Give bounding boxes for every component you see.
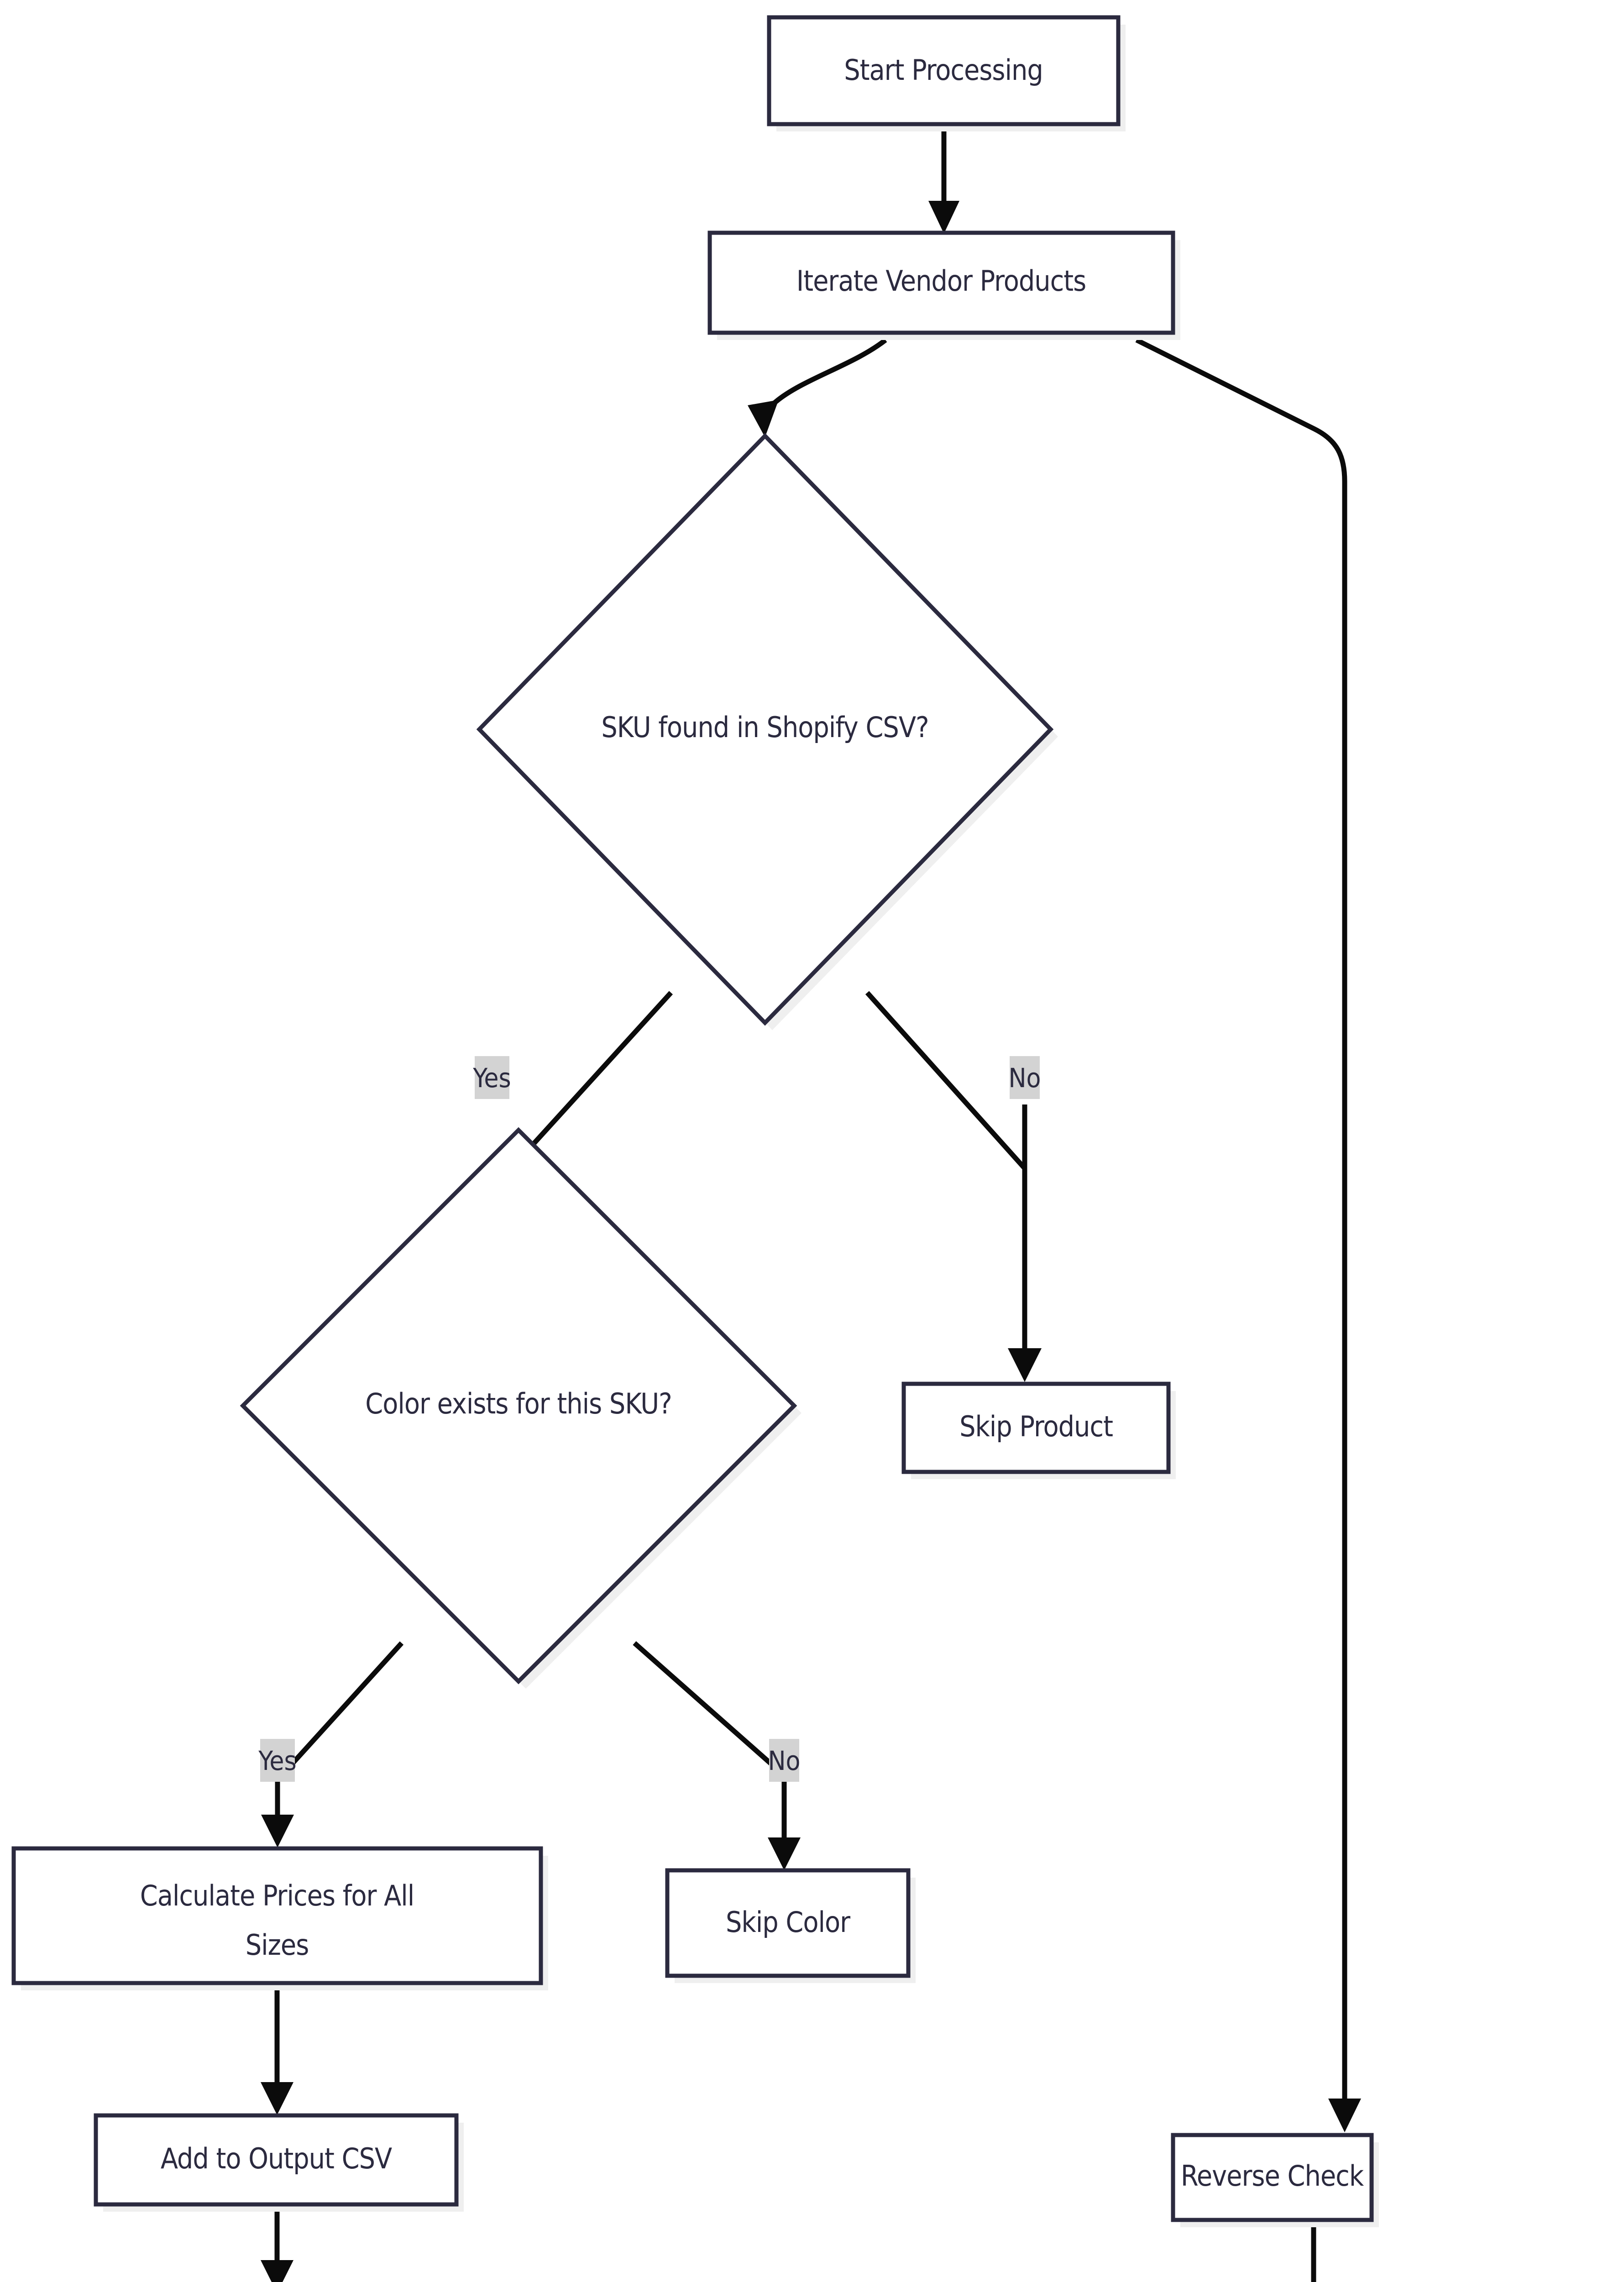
edge-iterate-to-sku-found [748,338,887,437]
node-calculate-prices-label-line1: Calculate Prices for All [140,1879,414,1912]
edge-label-no-1: No [1009,1056,1041,1099]
edge-label-yes-2: Yes [258,1739,297,1782]
node-layer: Start Processing Iterate Vendor Products… [11,15,1379,2227]
edge-label-no-2: No [768,1739,801,1782]
node-sku-found-decision-label: SKU found in Shopify CSV? [601,711,928,744]
node-skip-color[interactable]: Skip Color [665,1868,916,1983]
node-reverse-check-label: Reverse Check [1181,2159,1364,2193]
node-skip-color-label: Skip Color [726,1905,850,1939]
edge-label-layer: Yes No Yes No [258,1056,1041,1782]
node-calculate-prices-label-line2: Sizes [246,1928,309,1962]
node-skip-product-label: Skip Product [959,1410,1113,1443]
node-color-exists-decision-label: Color exists for this SKU? [365,1387,671,1420]
edge-label-yes-1: Yes [472,1056,511,1099]
node-skip-product[interactable]: Skip Product [901,1382,1176,1479]
edge-label-no-2-text: No [768,1745,801,1776]
edge-add-csv-to-format [261,2204,293,2282]
node-sku-found-decision[interactable]: SKU found in Shopify CSV? [476,433,1058,1030]
node-start-processing-label: Start Processing [844,53,1043,87]
edge-start-to-iterate [928,124,959,234]
node-add-to-output-csv[interactable]: Add to Output CSV [94,2113,464,2212]
node-iterate-vendor-products-label: Iterate Vendor Products [796,264,1086,298]
node-add-to-output-csv-label: Add to Output CSV [161,2142,392,2175]
edge-iterate-to-reverse [1135,338,1361,2132]
edge-sku-found-no [865,991,1042,1382]
edge-reverse-to-skus-missing [1311,2218,1316,2282]
edge-label-yes-2-text: Yes [258,1745,296,1776]
edge-layer [261,124,1361,2282]
node-calculate-prices[interactable]: Calculate Prices for All Sizes [11,1846,548,1990]
node-color-exists-decision[interactable]: Color exists for this SKU? [240,1127,802,1689]
node-iterate-vendor-products[interactable]: Iterate Vendor Products [707,230,1180,340]
edge-label-yes-1-text: Yes [472,1062,511,1094]
edge-calc-prices-to-add-csv [261,1983,293,2115]
node-start-processing[interactable]: Start Processing [767,15,1126,131]
edge-label-no-1-text: No [1009,1062,1041,1094]
node-reverse-check[interactable]: Reverse Check [1171,2133,1379,2227]
